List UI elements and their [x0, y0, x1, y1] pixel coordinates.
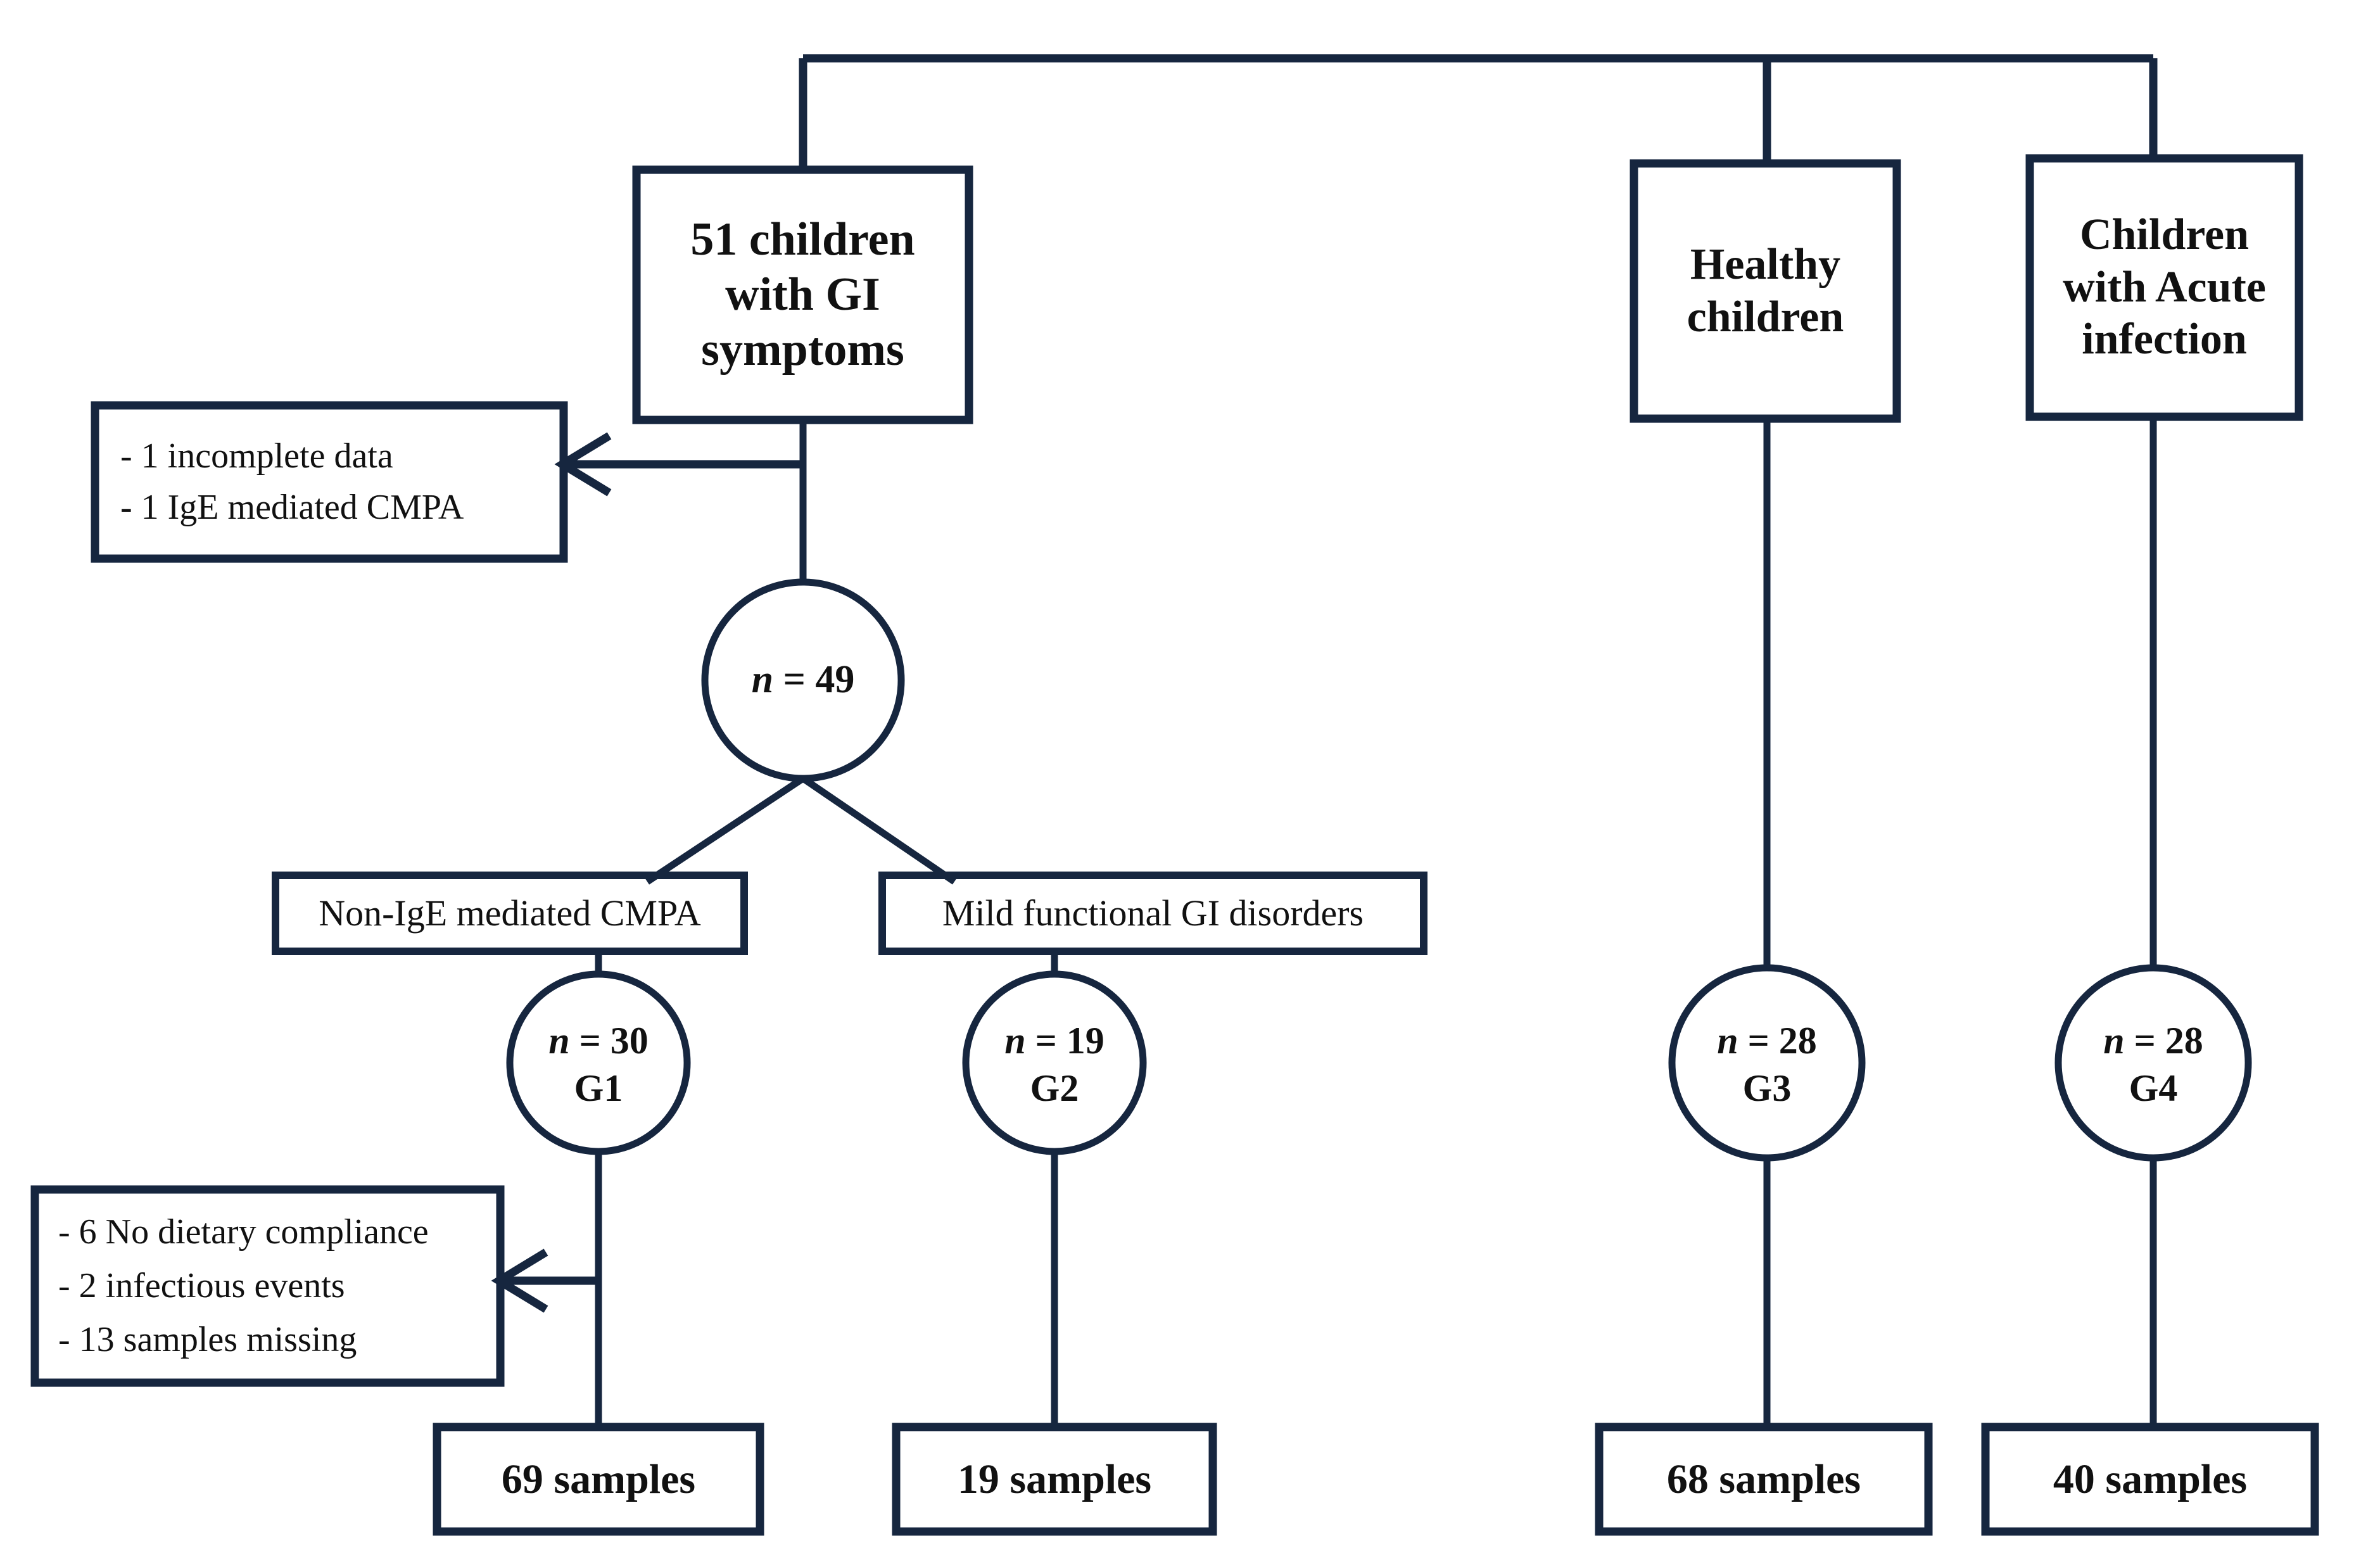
- box-gi-symptoms: [632, 165, 973, 424]
- box-non-ige-cmpa: [272, 872, 748, 955]
- box-exclusion-top: [91, 401, 568, 563]
- circle-cohort-n49: [701, 578, 905, 782]
- connector-n49-to-right: [801, 775, 957, 885]
- box-exclusion-bottom: [30, 1185, 505, 1387]
- circle-group-g1: [506, 970, 691, 1155]
- box-samples-g3: [1595, 1423, 1933, 1536]
- circle-group-g2: [962, 970, 1147, 1155]
- box-acute-infection: [2025, 154, 2303, 421]
- box-mild-functional: [878, 872, 1427, 955]
- connector-n49-to-left: [645, 775, 806, 885]
- box-healthy-children: [1630, 159, 1901, 423]
- box-samples-g2: [892, 1423, 1217, 1536]
- box-samples-g4: [1981, 1423, 2319, 1536]
- box-samples-g1: [433, 1423, 764, 1536]
- circle-group-g4: [2054, 964, 2252, 1162]
- circle-group-g3: [1668, 964, 1866, 1162]
